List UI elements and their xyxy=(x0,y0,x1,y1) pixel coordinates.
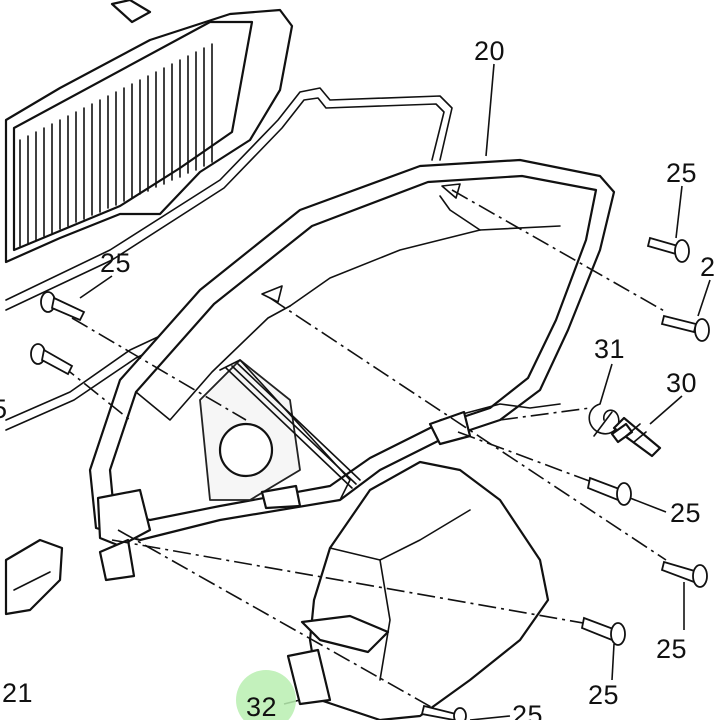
air-cleaner-cover xyxy=(88,158,616,582)
callout-5-left-edge: 5 xyxy=(0,394,8,424)
callout-21: 21 xyxy=(2,678,33,708)
callout-2-right-edge: 2 xyxy=(700,252,716,282)
callout-31: 31 xyxy=(594,334,625,364)
gasket-seal xyxy=(5,87,453,431)
filter-pleats xyxy=(19,43,213,247)
screw-bottom xyxy=(420,704,467,720)
callout-20: 20 xyxy=(474,36,505,66)
grommet-30 xyxy=(610,416,662,458)
left-part-21 xyxy=(4,538,64,616)
callout-25-mid-right: 25 xyxy=(670,498,701,528)
lower-cover-panel-32 xyxy=(286,460,550,720)
callout-25-top-right: 25 xyxy=(666,158,697,188)
highlight-circle xyxy=(236,670,296,720)
screw-right-upper xyxy=(660,314,710,342)
callout-25-lower-right: 25 xyxy=(656,634,687,664)
callout-32: 32 xyxy=(246,692,277,720)
callout-30: 30 xyxy=(666,368,697,398)
screw-mid-right xyxy=(586,476,632,506)
screw-top-right xyxy=(646,236,690,263)
callout-25-left: 25 xyxy=(100,248,131,278)
callout-25-bottom-right: 25 xyxy=(588,680,619,710)
callout-25-bottom: 25 xyxy=(512,700,543,720)
air-filter-element xyxy=(4,0,294,264)
screw-lower-right xyxy=(660,560,708,588)
screw-left-lower xyxy=(30,343,74,376)
screw-axis-lines xyxy=(59,189,667,713)
screw-bottom-right xyxy=(580,616,626,646)
clip-31 xyxy=(588,403,620,437)
screw-left-upper xyxy=(40,291,86,322)
